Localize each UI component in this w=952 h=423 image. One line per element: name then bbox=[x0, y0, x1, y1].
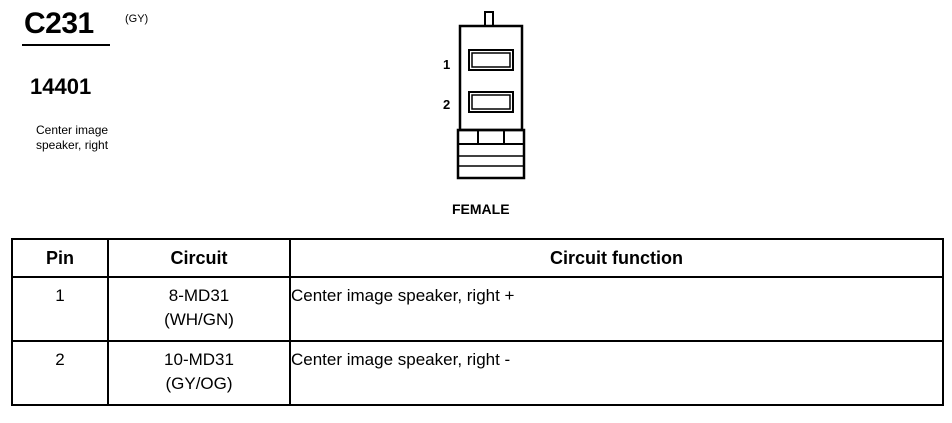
header-circuit: Circuit bbox=[107, 238, 291, 278]
table-row: 2 10-MD31 (GY/OG) Center image speaker, … bbox=[11, 340, 944, 406]
circuit-function: Center image speaker, right - bbox=[289, 340, 944, 406]
description-line-2: speaker, right bbox=[36, 138, 109, 152]
connector-face-diagram: 1 2 bbox=[443, 11, 526, 180]
connector-gender-label: FEMALE bbox=[452, 201, 510, 217]
connector-description: Center image speaker, right bbox=[36, 123, 196, 153]
table-header-row: Pin Circuit Circuit function bbox=[11, 238, 944, 278]
circuit-number: 10-MD31 bbox=[164, 350, 234, 369]
circuit-color: (WH/GN) bbox=[164, 310, 234, 329]
pin-number: 1 bbox=[11, 276, 109, 342]
circuit-color: (GY/OG) bbox=[165, 374, 233, 393]
description-line-1: Center image bbox=[36, 123, 109, 137]
pin-2-label: 2 bbox=[443, 97, 450, 112]
header-function: Circuit function bbox=[289, 238, 944, 278]
connector-id-underline bbox=[22, 44, 110, 46]
connector-color-code: (GY) bbox=[125, 13, 149, 25]
connector-body bbox=[458, 24, 524, 132]
pin-number: 2 bbox=[11, 340, 109, 406]
connector-housing bbox=[456, 128, 526, 180]
circuit-number: 8-MD31 bbox=[168, 286, 230, 305]
connector-latch bbox=[484, 11, 494, 27]
header-pin: Pin bbox=[11, 238, 109, 278]
circuit-cell: 10-MD31 (GY/OG) bbox=[107, 340, 291, 406]
circuit-cell: 8-MD31 (WH/GN) bbox=[107, 276, 291, 342]
pin-1-label: 1 bbox=[443, 57, 450, 72]
pin-2-cavity bbox=[468, 91, 514, 113]
pin-1-cavity bbox=[468, 49, 514, 71]
pinout-table: Pin Circuit Circuit function 1 8-MD31 (W… bbox=[11, 238, 944, 406]
part-number: 14401 bbox=[30, 74, 92, 99]
circuit-function: Center image speaker, right + bbox=[289, 276, 944, 342]
connector-id: C231 bbox=[24, 7, 94, 40]
table-row: 1 8-MD31 (WH/GN) Center image speaker, r… bbox=[11, 276, 944, 342]
